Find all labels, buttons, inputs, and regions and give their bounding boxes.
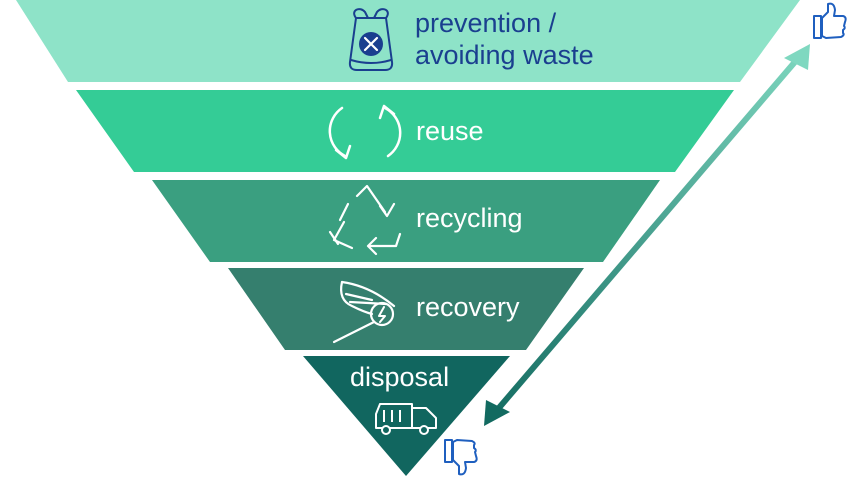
level-recycling: recycling (152, 180, 660, 262)
level-recycling-label: recycling (416, 203, 523, 233)
thumbs-down-icon (444, 439, 478, 476)
level-disposal: disposal (303, 356, 510, 476)
level-recovery: recovery (228, 268, 584, 350)
level-reuse-label: reuse (416, 116, 484, 146)
bag-with-x-icon (348, 8, 394, 71)
level-prevention-band (16, 0, 800, 82)
level-disposal-band (303, 356, 510, 476)
level-recovery-label: recovery (416, 292, 520, 322)
level-reuse: reuse (76, 90, 734, 172)
level-reuse-band (76, 90, 734, 172)
level-prevention: prevention / avoiding waste (16, 0, 800, 82)
thumbs-up-icon (813, 2, 847, 39)
level-recycling-band (152, 180, 660, 262)
energy-net-icon (332, 280, 396, 344)
double-headed-arrow-icon (484, 44, 810, 426)
recycling-triangle-icon (328, 184, 402, 256)
level-disposal-label: disposal (350, 362, 449, 392)
garbage-truck-icon (375, 403, 437, 435)
cycle-arrows-icon (328, 104, 402, 160)
level-recovery-band (228, 268, 584, 350)
level-prevention-label-line2: avoiding waste (415, 40, 594, 70)
level-prevention-label-line1: prevention / (415, 8, 557, 38)
